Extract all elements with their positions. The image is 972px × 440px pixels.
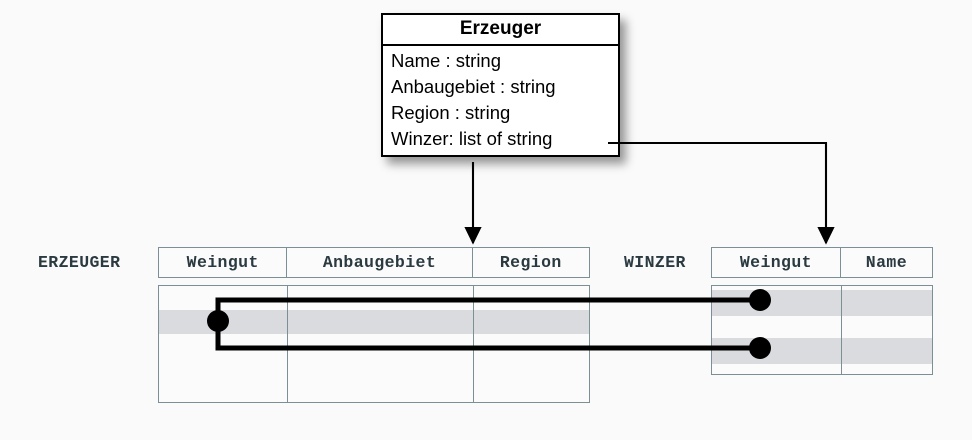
table-header-winzer: Weingut Name bbox=[711, 247, 933, 278]
column-header-region: Region bbox=[499, 253, 562, 272]
table-header-erzeuger: Weingut Anbaugebiet Region bbox=[158, 247, 590, 278]
arrow-winzer-attribute-to-winzer-table bbox=[608, 141, 835, 245]
table-body-erzeuger[interactable] bbox=[158, 285, 590, 403]
table-row-highlight bbox=[159, 310, 589, 334]
column-separator bbox=[841, 286, 842, 374]
uml-attribute-list: Name : string Anbaugebiet : string Regio… bbox=[383, 46, 618, 155]
table-row-highlight bbox=[712, 290, 932, 316]
column-separator bbox=[473, 286, 474, 402]
table-label-erzeuger: ERZEUGER bbox=[38, 253, 121, 272]
uml-attribute-region: Region : string bbox=[391, 102, 511, 123]
table-row-highlight bbox=[712, 338, 932, 364]
column-header-name: Name bbox=[865, 253, 908, 272]
uml-class-box-erzeuger[interactable]: Erzeuger Name : string Anbaugebiet : str… bbox=[381, 13, 620, 157]
uml-class-name: Erzeuger bbox=[383, 15, 618, 46]
uml-attribute-name: Name : string bbox=[391, 50, 502, 71]
column-header-weingut: Weingut bbox=[712, 248, 841, 277]
uml-attribute-anbaugebiet: Anbaugebiet : string bbox=[391, 76, 556, 97]
column-header-weingut: Weingut bbox=[159, 248, 288, 277]
table-label-winzer: WINZER bbox=[624, 253, 686, 272]
column-separator bbox=[287, 286, 288, 402]
uml-attribute-winzer: Winzer: list of string bbox=[391, 128, 553, 149]
column-header-anbaugebiet: Anbaugebiet bbox=[287, 248, 473, 277]
table-body-winzer[interactable] bbox=[711, 285, 933, 375]
